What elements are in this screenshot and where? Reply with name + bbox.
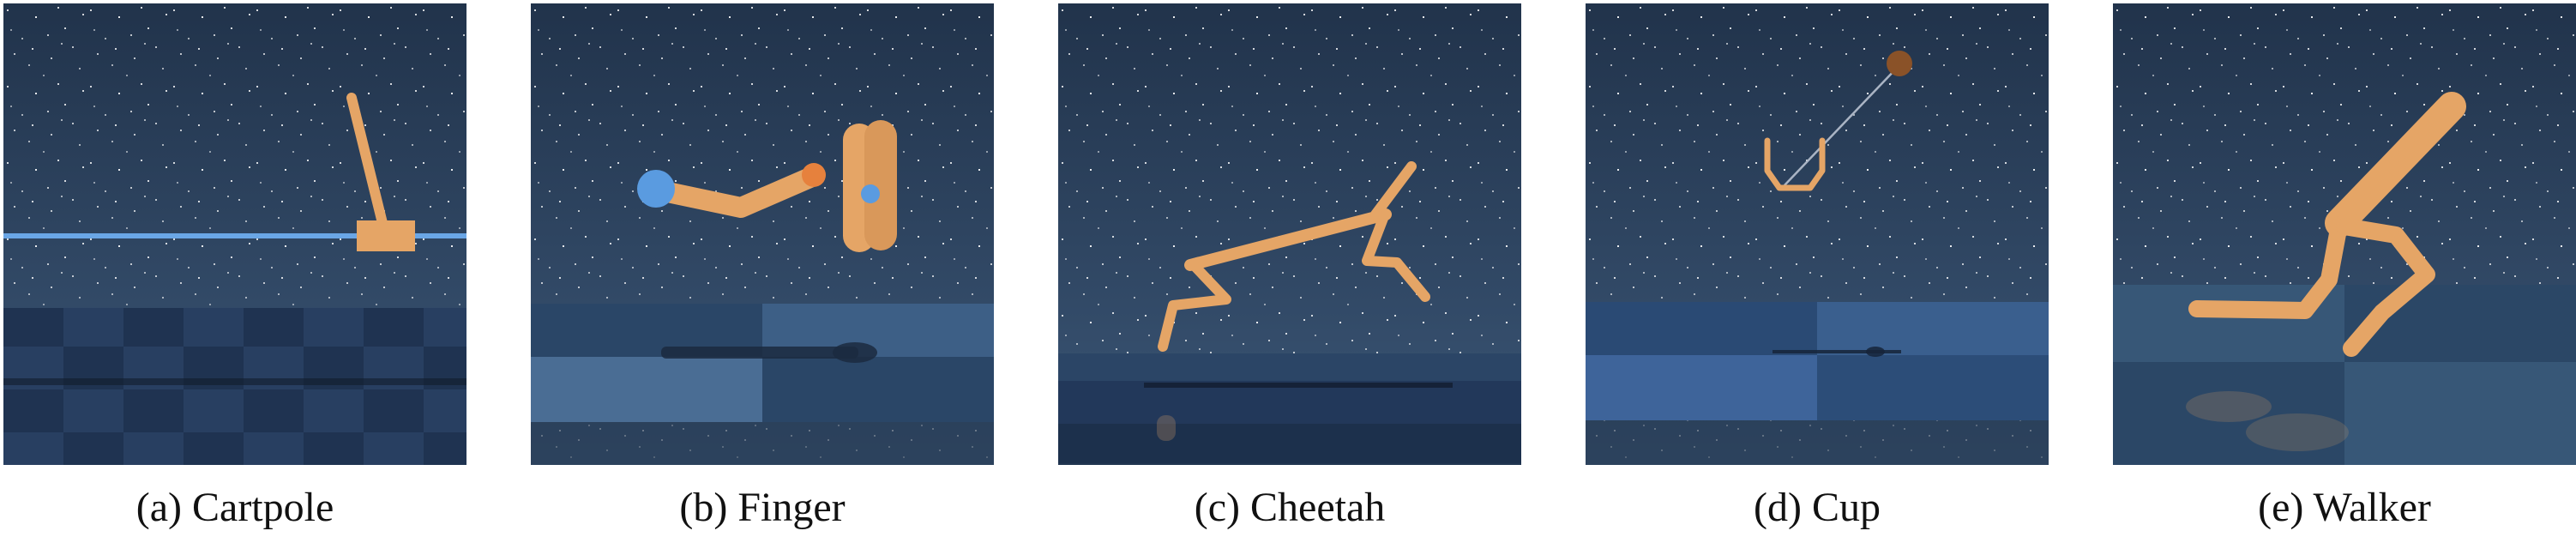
cup-body bbox=[1764, 137, 1826, 191]
caption-cartpole: (a) Cartpole bbox=[135, 485, 334, 530]
cheetah-head bbox=[1370, 161, 1417, 220]
finger-render bbox=[531, 3, 994, 465]
caption-walker: (e) Walker bbox=[2258, 485, 2431, 530]
caption-cheetah: (c) Cheetah bbox=[1194, 485, 1386, 530]
fingertip-marker bbox=[637, 170, 675, 208]
walker-left-leg bbox=[2188, 216, 2348, 319]
cup-panel bbox=[1586, 3, 2049, 465]
finger-arm bbox=[649, 166, 822, 218]
cheetah-torso bbox=[1184, 208, 1392, 271]
cheetah-front-leg bbox=[1362, 211, 1430, 302]
cheetah-back-leg bbox=[1158, 260, 1231, 352]
pole bbox=[346, 93, 388, 228]
cup-render bbox=[1586, 3, 2049, 465]
cartpole-render bbox=[3, 3, 466, 465]
caption-finger: (b) Finger bbox=[679, 485, 846, 530]
finger-panel bbox=[531, 3, 994, 465]
cheetah-panel bbox=[1058, 3, 1521, 465]
cartpole-panel bbox=[3, 3, 466, 465]
walker-torso bbox=[2325, 92, 2466, 238]
caption-cup: (d) Cup bbox=[1754, 485, 1881, 530]
ball bbox=[1887, 51, 1912, 76]
cheetah-render bbox=[1058, 3, 1521, 465]
walker-right-leg bbox=[2336, 218, 2435, 357]
string bbox=[1784, 64, 1900, 186]
cart-rail bbox=[3, 233, 466, 238]
walker-panel bbox=[2113, 3, 2576, 465]
walker-render bbox=[2113, 3, 2576, 465]
target-marker bbox=[861, 184, 880, 203]
